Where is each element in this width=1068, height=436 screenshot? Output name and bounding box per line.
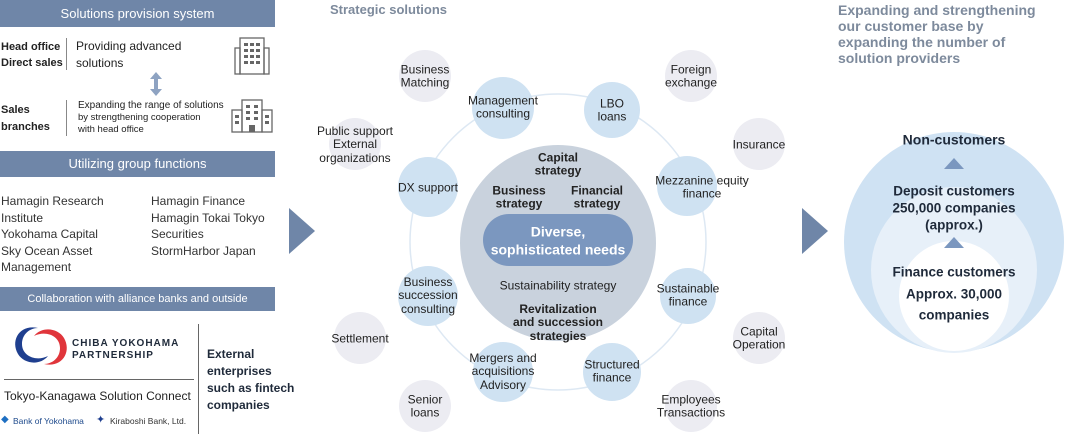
ring-node — [657, 156, 717, 216]
diverse-needs: Diverse,sophisticated needs — [490, 223, 626, 258]
outer-node — [399, 380, 451, 432]
right-arrow-icon — [802, 208, 828, 254]
outer-node — [665, 50, 717, 102]
external-enterprises-label: External enterprises such as fintech com… — [207, 347, 295, 412]
finance-customers-label: Finance customers Approx. 30,000 compani… — [892, 264, 1016, 323]
updown-arrow-icon — [150, 72, 162, 96]
bank-of-yokohama-name: Bank of Yokohama — [13, 416, 84, 426]
insurance: Insurance — [732, 137, 786, 152]
ring-node — [398, 157, 458, 217]
divider — [198, 324, 199, 434]
ring-node — [583, 343, 641, 401]
solution-connect-label: Tokyo-Kanagawa Solution Connect — [4, 389, 191, 403]
chiba-yokohama-partnership-logo — [15, 327, 67, 365]
settlement: Settlement — [331, 331, 389, 346]
head-office-desc: Providing advanced solutions — [76, 39, 182, 70]
outer-node — [733, 118, 785, 170]
ring-node — [473, 342, 533, 402]
non-customers-label: Non-customers — [902, 131, 1006, 148]
strategic-solutions-title: Strategic solutions — [330, 2, 448, 17]
solutions-provision-title: Solutions provision system — [0, 0, 275, 27]
right-arrow-icon — [289, 208, 315, 254]
kiraboshi-icon: ✦ — [96, 414, 106, 426]
deposit-customers-label: Deposit customers 250,000 companies (app… — [892, 183, 1016, 233]
outer-node — [399, 50, 451, 102]
ring-node — [584, 82, 640, 138]
bank-of-yokohama-icon: ◆ — [1, 414, 9, 425]
sustainability-strategy: Sustainability strategy — [499, 278, 617, 293]
outer-node — [733, 312, 785, 364]
outer-node — [334, 312, 386, 364]
branch-building-icon — [231, 99, 273, 133]
group-functions-title: Utilizing group functions — [0, 151, 275, 177]
kiraboshi-bank-name: Kiraboshi Bank, Ltd. — [110, 416, 187, 426]
needs-pill — [483, 214, 633, 266]
outer-node — [665, 380, 717, 432]
divider — [66, 38, 67, 70]
ring-node — [660, 268, 716, 324]
ring-node — [398, 266, 458, 326]
triangle-icon — [944, 237, 964, 248]
triangle-icon — [944, 158, 964, 169]
office-building-icon — [234, 37, 270, 75]
outer-node — [329, 118, 381, 170]
divider — [66, 100, 67, 136]
solutions-ring — [409, 93, 707, 391]
collaboration-title: Collaboration with alliance banks and ou… — [0, 287, 275, 329]
group-companies-col1: Hamagin Research Institute Yokohama Capi… — [1, 194, 104, 274]
partnership-name: CHIBA YOKOHAMA PARTNERSHIP — [72, 338, 180, 361]
customer-base-title: Expanding and strengthening our customer… — [838, 2, 1036, 66]
group-companies-col2: Hamagin Finance Hamagin Tokai Tokyo Secu… — [151, 194, 265, 258]
dx-support: DX support — [397, 180, 459, 195]
divider — [4, 379, 194, 380]
ring-node — [472, 77, 534, 139]
head-office-label: Head office Direct sales — [1, 41, 63, 69]
sales-branches-desc: Expanding the range of solutions by stre… — [78, 100, 224, 135]
finance-customers-circle — [899, 241, 1009, 351]
sales-branches-label: Sales branches — [1, 104, 50, 133]
